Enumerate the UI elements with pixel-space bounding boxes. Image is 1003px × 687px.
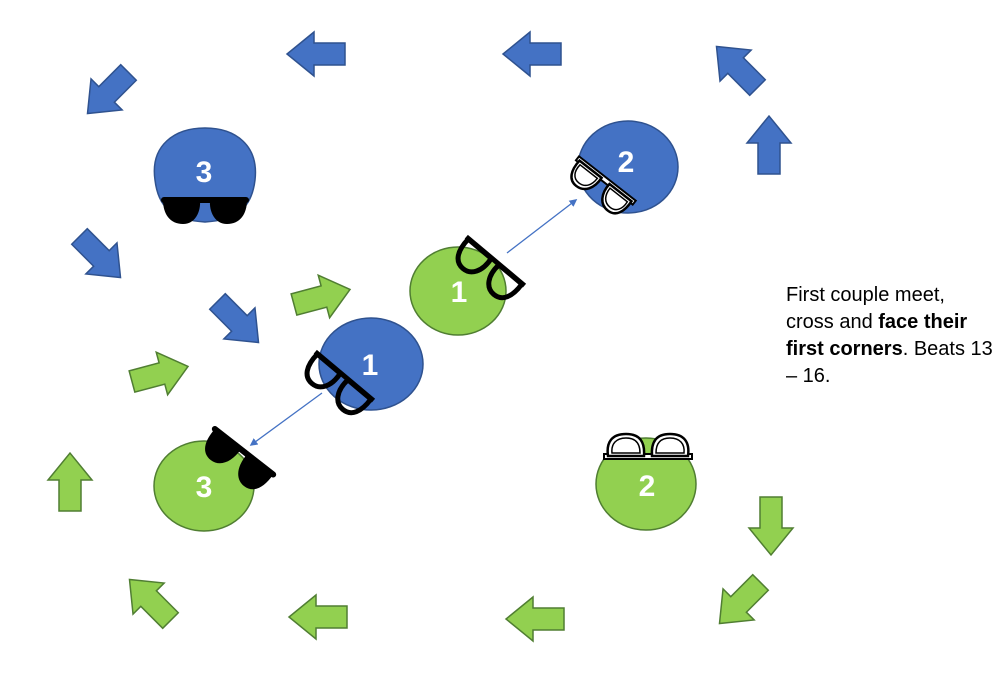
green-flow-arrow-icon — [46, 451, 94, 512]
dancer-blue-2: 2 — [570, 120, 679, 215]
dancer-blue-2-label: 2 — [618, 146, 635, 179]
green-flow-arrow-icon — [504, 595, 565, 643]
green-flow-arrow-icon — [128, 578, 180, 630]
green-flow-arrow-icon — [287, 593, 348, 641]
dancer-green-3-label: 3 — [196, 471, 213, 504]
white-glasses-icon — [603, 432, 693, 460]
sunglasses-icon — [161, 197, 249, 224]
green-flow-arrow-icon — [747, 496, 795, 557]
sunglasses-icon — [205, 425, 277, 490]
dancer-green-1: 1 — [409, 234, 527, 336]
white-glasses-icon — [570, 154, 638, 215]
blue-flow-arrow-icon — [285, 30, 346, 78]
blue-flow-arrow-icon — [86, 63, 138, 115]
green-flow-arrow-icon — [290, 273, 352, 320]
dancer-blue-1: 1 — [304, 317, 424, 416]
caption-text: First couple meet, cross and — [786, 284, 945, 333]
black-glasses-icon — [304, 349, 376, 416]
connector-blue1-to-green3 — [249, 392, 323, 446]
blue-flow-arrow-icon — [70, 227, 122, 279]
blue-flow-arrow-icon — [745, 114, 793, 175]
green-flow-arrow-icon — [718, 573, 770, 625]
caption-emphasis: face their first corners — [786, 311, 968, 360]
blue-flow-arrows — [70, 30, 793, 344]
black-glasses-icon — [455, 234, 527, 301]
dancer-green-2-label: 2 — [639, 470, 656, 503]
dancer-blue-3: 3 — [153, 127, 257, 224]
blue-flow-arrow-icon — [208, 292, 260, 344]
connector-green1-to-blue2 — [506, 199, 578, 254]
green-flow-arrows — [46, 273, 795, 643]
dancer-blue-3-label: 3 — [196, 156, 213, 189]
dancer-green-2: 2 — [595, 432, 697, 531]
blue-flow-arrow-icon — [715, 45, 767, 97]
dancer-green-1-label: 1 — [451, 276, 468, 309]
dancer-green-3: 3 — [153, 425, 277, 532]
dancer-blue-1-label: 1 — [362, 349, 379, 382]
caption-beats: . Beats 13 – 16. — [786, 338, 993, 387]
green-flow-arrow-icon — [128, 350, 190, 397]
caption: First couple meet, cross and face their … — [786, 282, 996, 390]
blue-flow-arrow-icon — [501, 30, 562, 78]
